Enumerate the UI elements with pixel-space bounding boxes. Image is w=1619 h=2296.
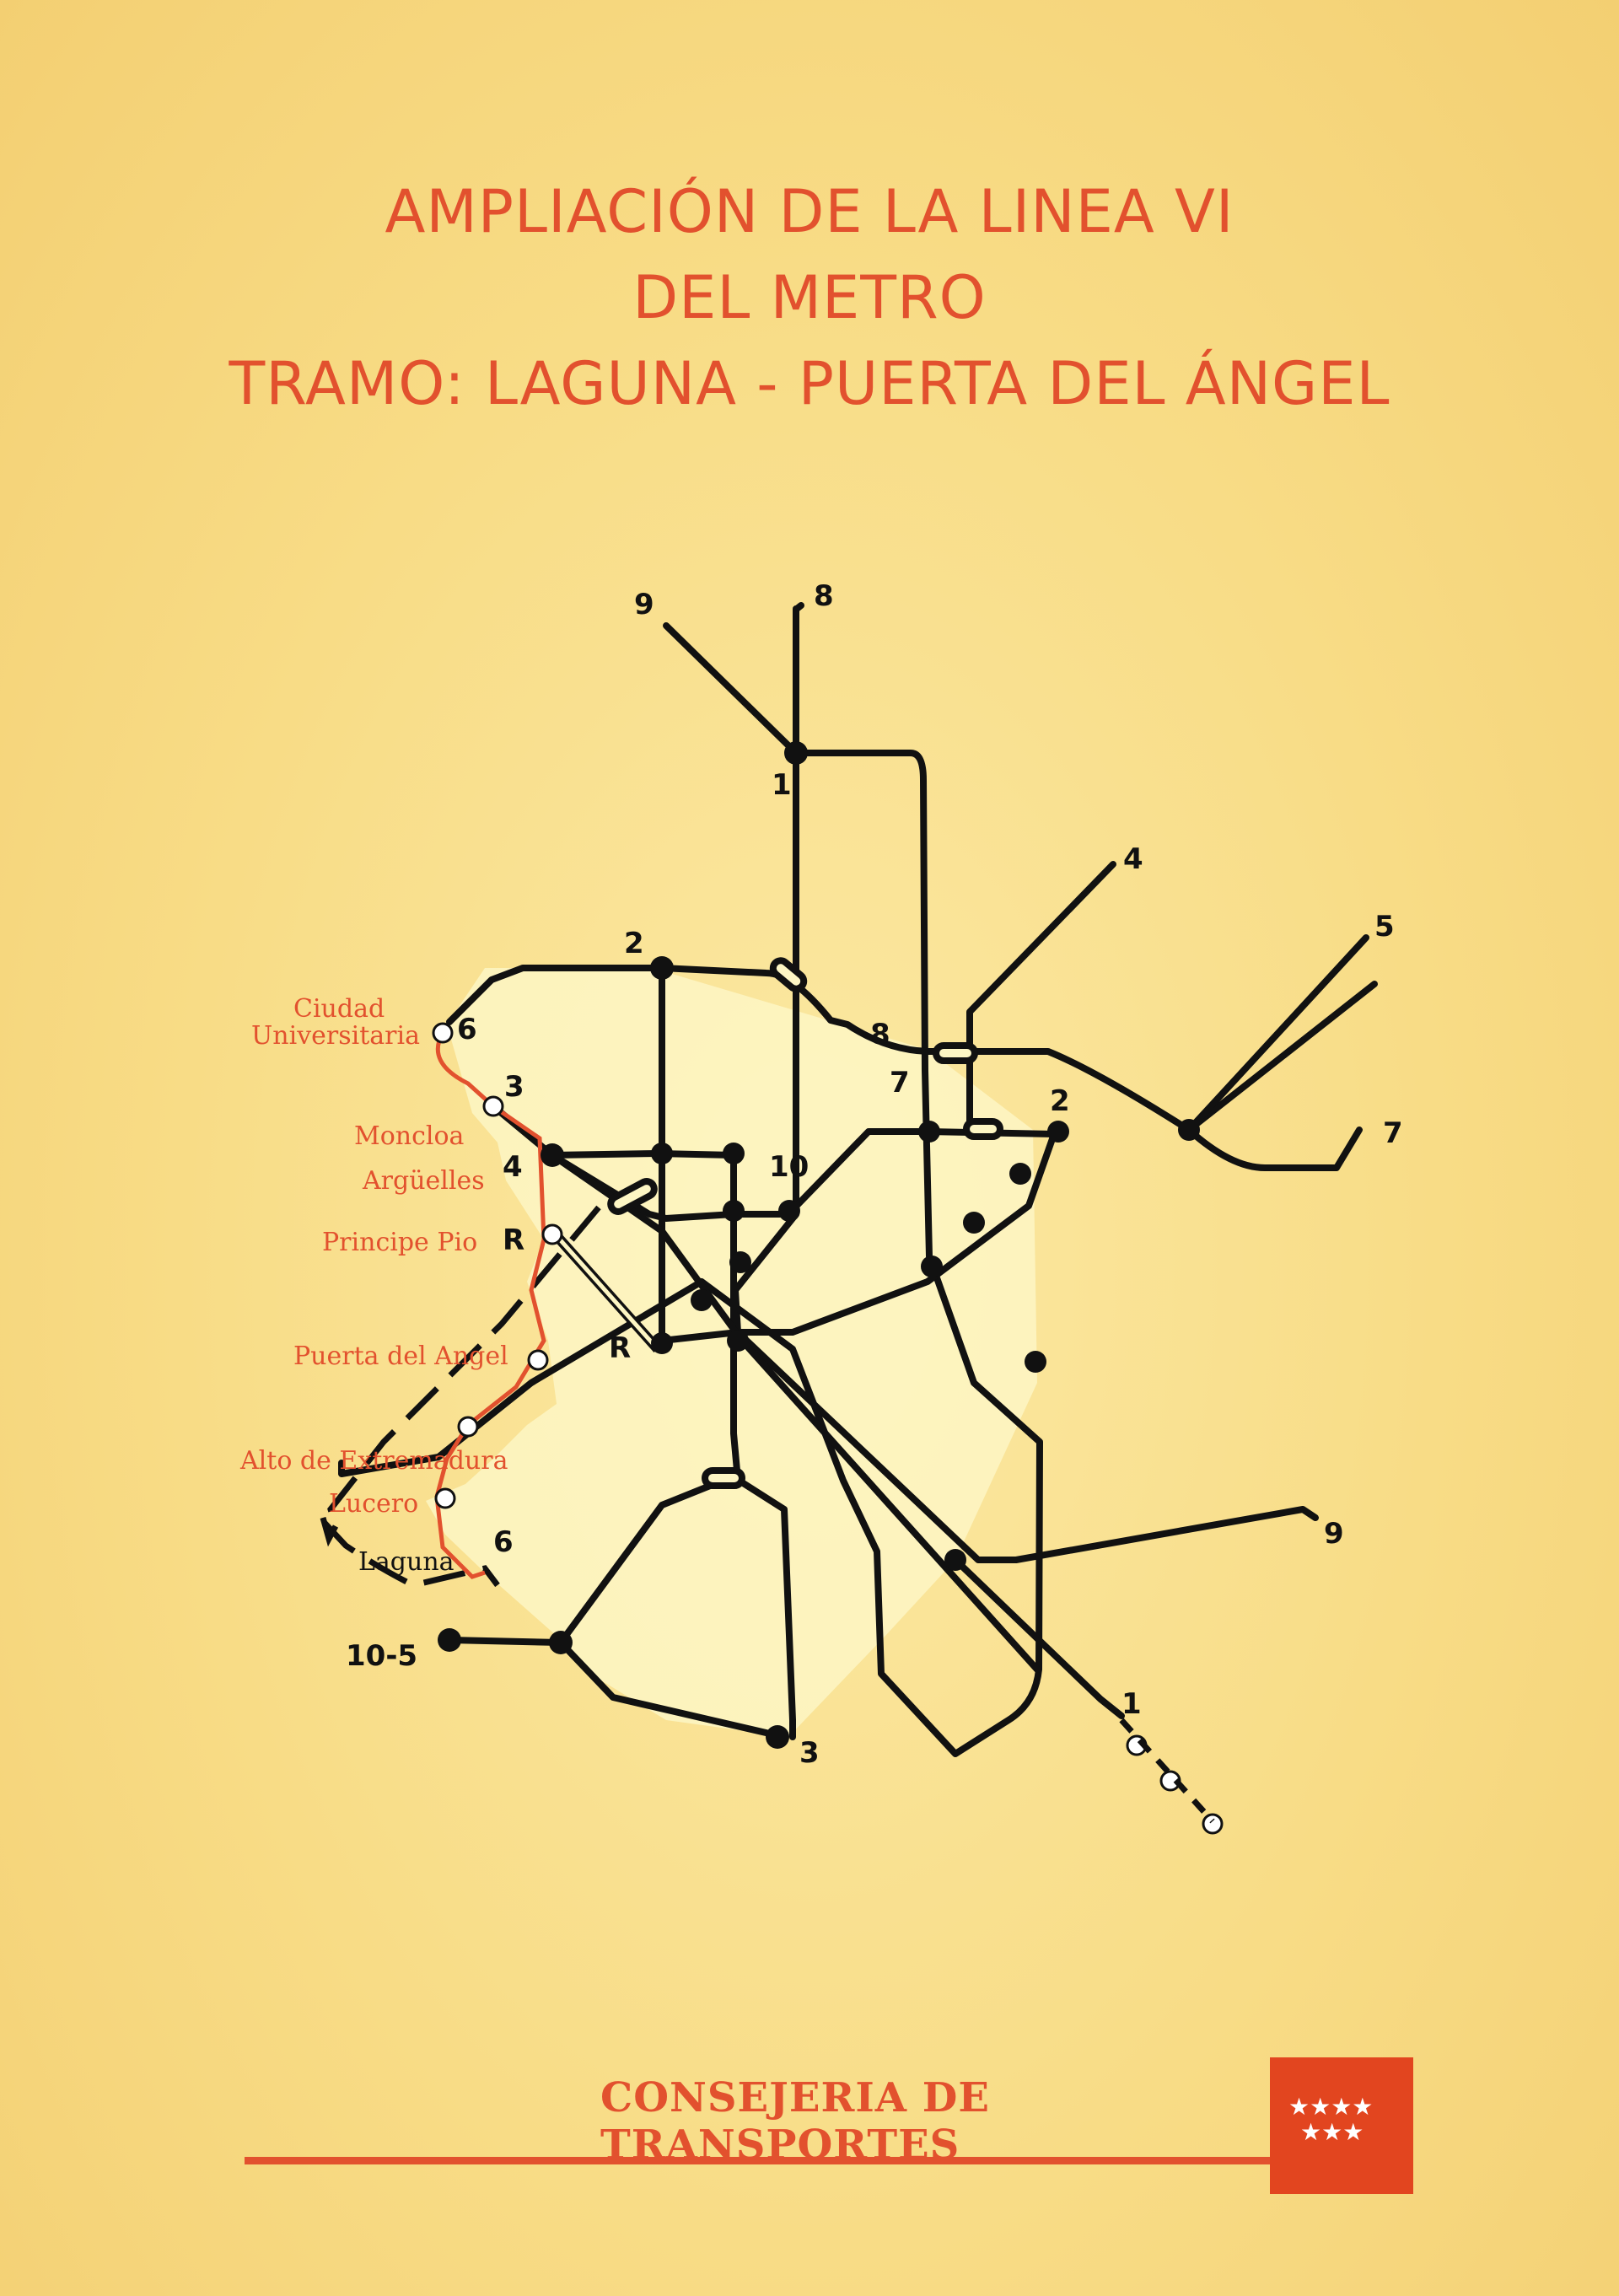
- rapid-link-inner: [551, 1229, 659, 1351]
- station-l: [1009, 1163, 1031, 1185]
- consejeria-title: CONSEJERIA DE TRANSPORTES: [600, 2074, 990, 2169]
- station-puerta-del-angel: [527, 1349, 549, 1371]
- station-a: [651, 1143, 673, 1164]
- label-9-top: 9: [634, 588, 654, 621]
- line-1-south: [952, 1557, 1125, 1719]
- logo-stars-svg: ★★★★ ★★★: [1288, 2093, 1373, 2146]
- name-principe-pio: Principe Pio: [322, 1228, 477, 1257]
- line-6-ring: [446, 965, 665, 1025]
- station-g: [651, 1332, 673, 1354]
- black-stations: [438, 741, 1200, 1749]
- capsule-3: [963, 1118, 1003, 1140]
- star-icon: ★★★: [1300, 2118, 1364, 2146]
- name-arguelles: Argüelles: [362, 1166, 485, 1196]
- station-p: [944, 1549, 966, 1571]
- capsule-5: [702, 1467, 745, 1489]
- metro-lines: [338, 602, 1378, 1757]
- label-r-west: R: [503, 1223, 524, 1257]
- capsule-4: [607, 1178, 658, 1215]
- station-names: Ciudad Universitaria Moncloa Argüelles P…: [239, 994, 508, 1577]
- interchanges: [607, 957, 1003, 1489]
- label-4-right: 4: [1123, 842, 1143, 876]
- community-logo: ★★★★ ★★★: [1270, 2057, 1413, 2194]
- station-d: [778, 1200, 800, 1222]
- open-stations: [432, 1022, 1224, 1835]
- station-q: [549, 1631, 573, 1654]
- station-b: [723, 1143, 745, 1164]
- label-9-south: 9: [1324, 1517, 1344, 1551]
- station-lucero: [434, 1487, 456, 1509]
- station-n: [921, 1256, 943, 1277]
- label-3-top: 3: [504, 1070, 524, 1104]
- label-1-top: 1: [772, 768, 792, 802]
- station-10-5: [438, 1628, 461, 1652]
- station-i: [918, 1121, 940, 1143]
- line-6-dashed: [320, 1205, 601, 1589]
- station-moncloa-hub: [541, 1143, 564, 1167]
- station-moncloa: [482, 1095, 504, 1117]
- label-8-top: 8: [814, 579, 834, 613]
- station-e: [729, 1251, 751, 1273]
- line-6-extension: [434, 1031, 546, 1579]
- line-10-5: [446, 1472, 739, 1646]
- cover-title: AMPLIACIÓN DE LA LINEA VI DEL METRO TRAM…: [0, 169, 1619, 427]
- capsule-1: [769, 957, 808, 992]
- name-alto-extremadura: Alto de Extremadura: [239, 1446, 508, 1476]
- line-6-south: [557, 1639, 788, 1740]
- line-1-south-dashed: [1119, 1718, 1215, 1824]
- capsule-2: [933, 1042, 978, 1064]
- name-ciudad: Ciudad: [293, 994, 385, 1024]
- line-4: [966, 861, 1116, 1133]
- station-o: [1025, 1351, 1046, 1373]
- station-f: [691, 1289, 713, 1311]
- label-1-south: 1: [1121, 1687, 1142, 1721]
- station-m: [963, 1212, 985, 1234]
- station-alto-extremadura: [457, 1416, 479, 1438]
- label-7-right: 7: [1383, 1116, 1403, 1150]
- line-3: [730, 1152, 796, 1740]
- name-universitaria: Universitaria: [251, 1021, 420, 1051]
- label-10-5: 10-5: [346, 1639, 417, 1673]
- station-c: [723, 1200, 745, 1222]
- label-5-right: 5: [1374, 910, 1395, 944]
- station-2-hub: [650, 956, 674, 980]
- title-line-1: AMPLIACIÓN DE LA LINEA VI: [385, 177, 1234, 246]
- label-2-top: 2: [624, 927, 644, 960]
- label-6-south: 6: [493, 1525, 514, 1559]
- name-puerta-angel: Puerta del Angel: [293, 1342, 508, 1371]
- name-moncloa: Moncloa: [354, 1121, 465, 1151]
- label-r-south: R: [609, 1331, 631, 1365]
- line-1: [338, 750, 1043, 1757]
- label-6-top: 6: [457, 1013, 477, 1046]
- title-line-3: TRAMO: LAGUNA - PUERTA DEL ÁNGEL: [229, 349, 1390, 418]
- station-principe-pio: [541, 1223, 563, 1245]
- name-lucero: Lucero: [329, 1489, 418, 1519]
- station-3-south: [766, 1725, 789, 1749]
- footer-rule: [245, 2157, 1287, 2164]
- label-7-mid: 7: [890, 1066, 910, 1100]
- name-laguna: Laguna: [358, 1547, 455, 1577]
- line-8: [793, 602, 804, 756]
- label-3-south: 3: [799, 1736, 820, 1770]
- station-k: [1178, 1119, 1200, 1141]
- station-j: [1047, 1121, 1069, 1143]
- line-labels: 9 8 1 2 4 5 7 8 7 2 10 4 R R 6 3 6 10-5 …: [346, 579, 1403, 1770]
- star-icon: ★★★★: [1288, 2093, 1373, 2121]
- station-ciudad-universitaria: [432, 1022, 454, 1044]
- line-6-west: [490, 1103, 1041, 1673]
- label-2-mid: 2: [1050, 1084, 1070, 1118]
- station-1-hub: [784, 741, 808, 765]
- line-5: [1186, 934, 1369, 1133]
- station-h: [727, 1330, 749, 1352]
- line-7: [1186, 1126, 1363, 1171]
- label-8-mid: 8: [870, 1018, 890, 1051]
- logo-stars: ★★★★ ★★★: [1288, 2093, 1373, 2146]
- station-south-3: [1202, 1813, 1224, 1835]
- label-4-west: 4: [503, 1150, 523, 1184]
- title-line-2: DEL METRO: [632, 263, 987, 332]
- label-10-mid: 10: [769, 1150, 809, 1184]
